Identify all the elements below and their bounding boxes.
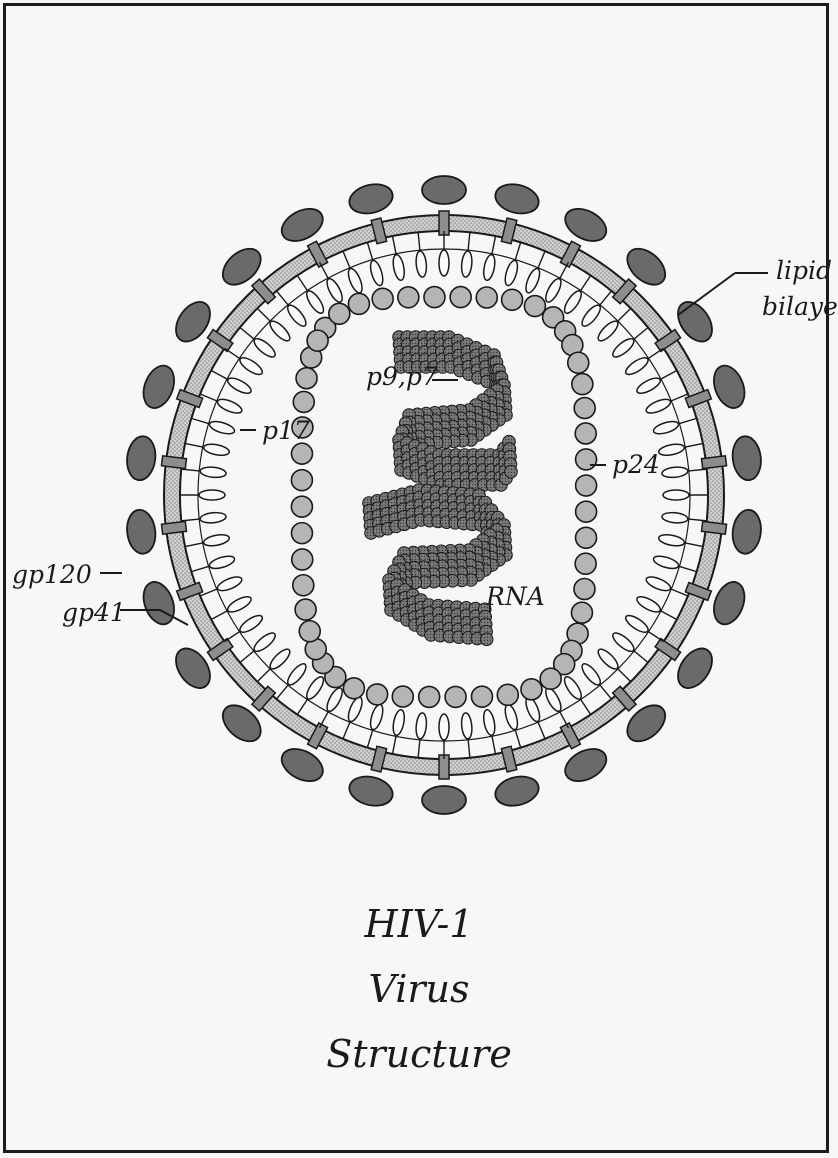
label-lipid: lipid xyxy=(776,258,832,283)
label-gp120: gp120 xyxy=(12,562,92,587)
p24-capsid-subunit xyxy=(568,352,589,373)
label-bilayer: bilayer xyxy=(762,294,838,319)
gp120-knob xyxy=(560,202,612,247)
p24-capsid-subunit xyxy=(295,599,316,620)
p24-capsid-subunit xyxy=(575,423,596,444)
gp41-stalk xyxy=(161,521,186,534)
p24-capsid-subunit xyxy=(367,684,388,705)
p24-capsid-subunit xyxy=(291,496,312,517)
gp120-knob xyxy=(560,742,612,787)
p24-capsid-subunit xyxy=(571,602,592,623)
p24-capsid-subunit xyxy=(524,296,545,317)
title-line-1: HIV-1 xyxy=(0,905,838,943)
p24-capsid-subunit xyxy=(299,621,320,642)
p24-capsid-subunit xyxy=(576,475,597,496)
gp120-knob xyxy=(708,578,750,629)
p24-capsid-subunit xyxy=(293,391,314,412)
p17-matrix-protein xyxy=(439,250,449,276)
p24-capsid-subunit xyxy=(329,303,350,324)
gp120-knob xyxy=(730,435,763,482)
gp120-knob xyxy=(730,508,763,555)
p24-capsid-subunit xyxy=(296,368,317,389)
p24-capsid-subunit xyxy=(293,575,314,596)
gp120-knob xyxy=(276,202,328,247)
p24-capsid-subunit xyxy=(574,398,595,419)
label-gp41: gp41 xyxy=(62,600,126,625)
p24-capsid-subunit xyxy=(576,527,597,548)
p24-capsid-subunit xyxy=(572,374,593,395)
p24-capsid-subunit xyxy=(348,293,369,314)
gp120-knob xyxy=(346,180,395,218)
p24-capsid-subunit xyxy=(497,684,518,705)
p24-capsid-subunit xyxy=(450,287,471,308)
leader-lipid-bilayer xyxy=(678,273,735,315)
p17-matrix-protein xyxy=(199,490,225,500)
p17-matrix-protein xyxy=(439,714,449,740)
rna-strand-lower xyxy=(480,633,493,646)
p24-capsid-subunit xyxy=(476,287,497,308)
gp120-knob xyxy=(708,361,750,412)
p24-capsid-subunit xyxy=(540,668,561,689)
gp120-knob xyxy=(422,786,466,814)
gp120-knob xyxy=(276,742,328,787)
p24-capsid-subunit xyxy=(307,330,328,351)
p24-capsid-subunit xyxy=(398,287,419,308)
gp120-knob xyxy=(125,508,158,555)
p24-capsid-subunit xyxy=(424,287,445,308)
p17-matrix-protein xyxy=(663,490,689,500)
gp120-knob xyxy=(125,435,158,482)
p24-capsid-subunit xyxy=(445,686,466,707)
p24-capsid-subunit xyxy=(291,470,312,491)
p24-capsid-subunit xyxy=(292,549,313,570)
gp120-knob xyxy=(138,578,180,629)
p24-capsid-subunit xyxy=(521,679,542,700)
gp120-knob xyxy=(138,361,180,412)
label-p9-p7: p9,p7 xyxy=(366,364,438,389)
gp41-stalk xyxy=(702,456,727,469)
label-p17: p17 xyxy=(262,418,310,443)
p24-capsid-subunit xyxy=(575,553,596,574)
title-line-2: Virus xyxy=(0,970,838,1008)
p24-capsid-subunit xyxy=(419,686,440,707)
gp120-knob xyxy=(492,772,541,810)
p24-capsid-subunit xyxy=(392,686,413,707)
p24-capsid-subunit xyxy=(576,501,597,522)
label-p24: p24 xyxy=(612,452,660,477)
gp41-stalk xyxy=(702,521,727,534)
gp41-stalk xyxy=(161,456,186,469)
p24-capsid-subunit xyxy=(576,449,597,470)
p24-capsid-subunit xyxy=(574,578,595,599)
p24-capsid-subunit xyxy=(291,523,312,544)
gp120-knob xyxy=(346,772,395,810)
p24-capsid-subunit xyxy=(502,289,523,310)
p24-capsid-subunit xyxy=(372,288,393,309)
p24-capsid-subunit xyxy=(343,678,364,699)
p24-capsid-subunit xyxy=(291,443,312,464)
p24-capsid-subunit xyxy=(471,686,492,707)
rna-strand-upper xyxy=(505,465,518,478)
title-line-3: Structure xyxy=(0,1035,838,1073)
gp120-knob xyxy=(492,180,541,218)
gp120-knob xyxy=(422,176,466,204)
label-rna: RNA xyxy=(486,584,545,609)
